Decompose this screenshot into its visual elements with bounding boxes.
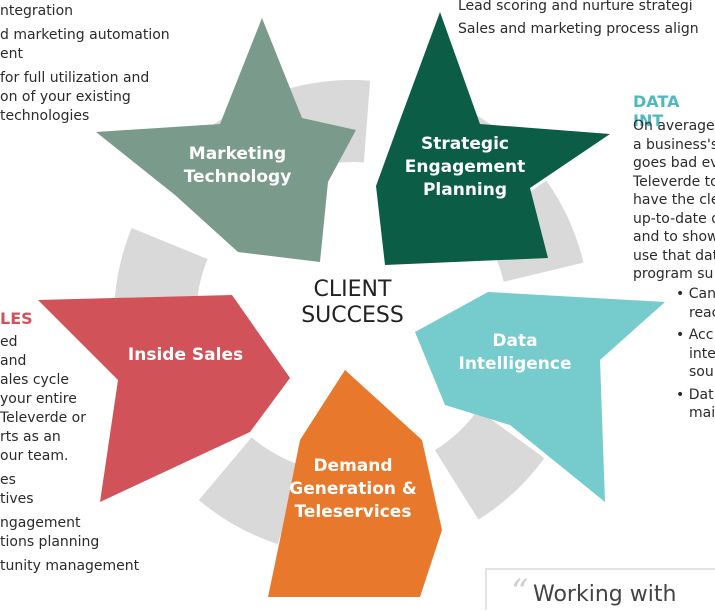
data-intelligence-shape (415, 292, 665, 502)
label-demand-generation: Demand Generation & Teleservices (289, 456, 417, 522)
testimonial-box: “ Working with (485, 568, 715, 612)
data-intelligence-heading: DATA INT (633, 92, 680, 130)
right-top-bullets: Lead scoring and nurture strategi Sales … (458, 0, 699, 37)
label-inside-sales: Inside Sales (127, 345, 244, 365)
label-strategic-engagement: Strategic Engagement Planning (404, 134, 526, 200)
left-top-text: ntegration d marketing automation ent fo… (0, 3, 170, 124)
marketing-technology-shape (96, 18, 356, 262)
demand-generation-shape (268, 370, 442, 597)
strategic-engagement-shape (376, 12, 610, 265)
testimonial-text: Working with (533, 582, 677, 607)
inside-sales-shape (38, 295, 290, 502)
label-marketing-technology: Marketing Technology (183, 144, 292, 187)
inside-sales-heading: LES (0, 309, 33, 328)
quote-mark-icon: “ (511, 572, 529, 612)
client-success-diagram (38, 12, 665, 597)
label-data-intelligence: Data Intelligence (458, 331, 572, 374)
